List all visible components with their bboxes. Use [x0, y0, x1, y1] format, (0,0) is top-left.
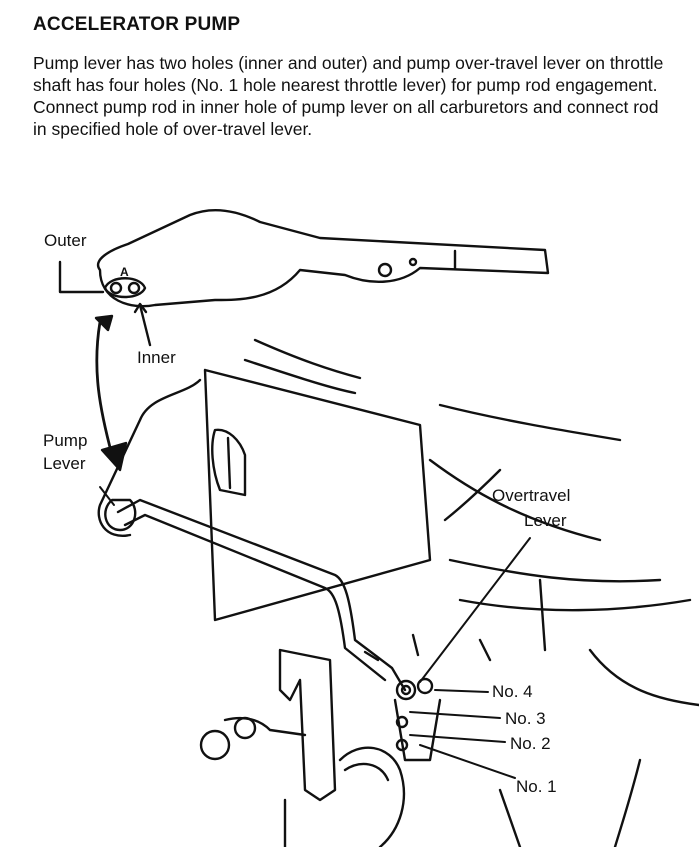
outer-hole	[109, 281, 123, 295]
label-no1: No. 1	[516, 777, 557, 796]
label-overtravel-2: Lever	[524, 511, 567, 530]
page-title: ACCELERATOR PUMP	[33, 14, 241, 35]
label-no2: No. 2	[510, 734, 551, 753]
label-inner: Inner	[137, 348, 176, 367]
leader-lines	[99, 486, 531, 779]
pump-lever-diagram	[58, 208, 699, 847]
instruction-paragraph: Pump lever has two holes (inner and oute…	[33, 53, 664, 139]
curved-arrow	[94, 314, 128, 472]
label-hole-a: A	[120, 265, 129, 279]
carburetor-body	[97, 338, 699, 847]
label-overtravel-1: Overtravel	[492, 486, 571, 505]
overtravel-lever	[393, 633, 442, 762]
pump-rod	[116, 498, 407, 692]
hole-slot	[103, 277, 147, 299]
label-outer: Outer	[44, 231, 87, 250]
label-no4: No. 4	[492, 682, 533, 701]
label-no3: No. 3	[505, 709, 546, 728]
label-pump-lever-1: Pump	[43, 431, 88, 450]
throttle-bracket	[199, 648, 406, 847]
label-pump-lever-2: Lever	[43, 454, 86, 473]
inner-hole	[127, 281, 141, 295]
pump-lever-detail	[58, 208, 550, 347]
